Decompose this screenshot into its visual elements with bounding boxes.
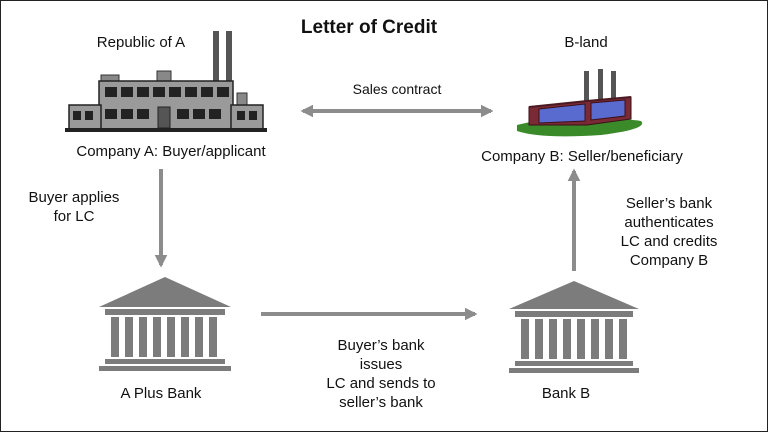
- bank-b-label: Bank B: [541, 385, 591, 402]
- buyer-applies-line: for LC: [53, 208, 95, 225]
- company-b-label: Company B: Seller/beneficiary: [481, 148, 683, 165]
- seller-bank-label: Seller’s bank authenticates LC and credi…: [599, 194, 739, 270]
- seller-bank-line: authenticates: [624, 214, 714, 231]
- factory-icon: [517, 69, 643, 137]
- buyer-bank-issues-label: Buyer’s bank issues LC and sends to sell…: [301, 336, 461, 412]
- buyer-bank-issues-line: issues: [359, 356, 403, 373]
- seller-bank-line: Seller’s bank: [625, 195, 713, 212]
- seller-bank-line: LC and credits: [620, 233, 718, 250]
- country-a-label: Republic of A: [96, 34, 186, 51]
- factory-icon: [65, 31, 267, 132]
- bank-building-icon: [99, 277, 231, 371]
- diagram-title: Letter of Credit: [300, 17, 438, 38]
- bank-building-icon: [509, 281, 639, 373]
- buyer-applies-line: Buyer applies: [28, 189, 120, 206]
- bank-a-label: A Plus Bank: [120, 385, 202, 402]
- buyer-applies-label: Buyer applies for LC: [9, 188, 139, 226]
- country-b-label: B-land: [564, 34, 608, 51]
- sales-contract-label: Sales contract: [352, 81, 442, 97]
- seller-bank-line: Company B: [629, 252, 709, 269]
- buyer-bank-issues-line: seller’s bank: [339, 394, 423, 411]
- buyer-bank-issues-line: Buyer’s bank: [337, 337, 425, 354]
- buyer-bank-issues-line: LC and sends to: [326, 375, 436, 392]
- company-a-label: Company A: Buyer/applicant: [76, 143, 266, 160]
